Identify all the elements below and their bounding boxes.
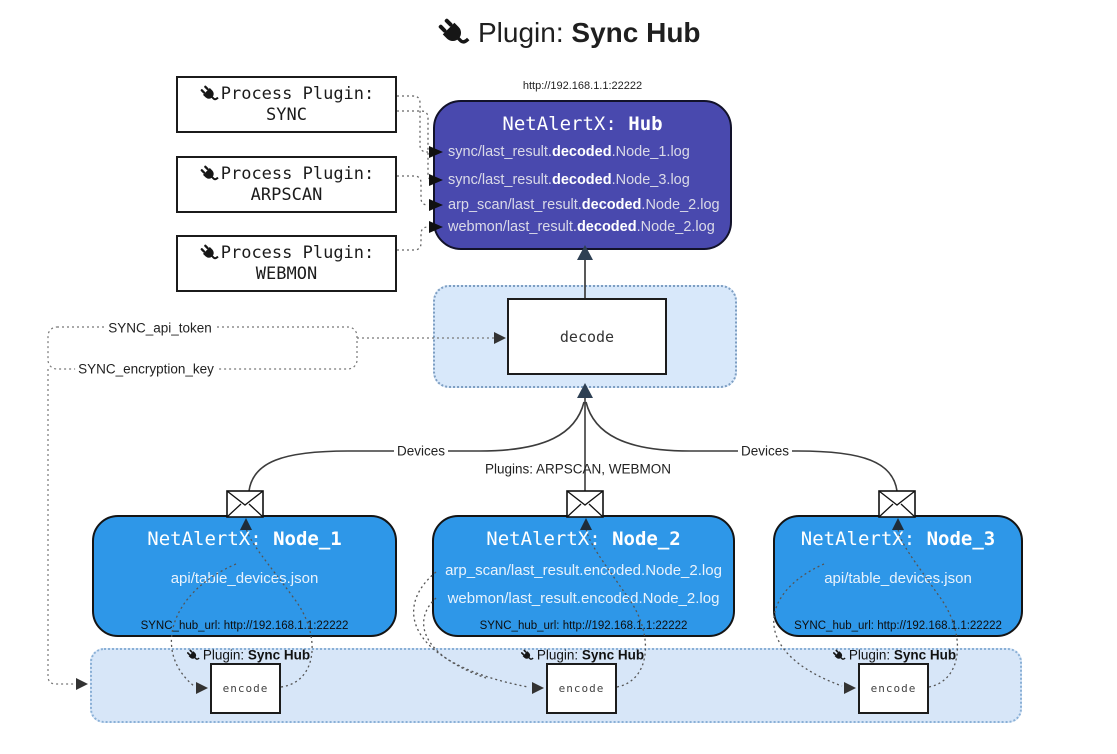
node-file: api/table_devices.json [824, 570, 972, 587]
page-title: Plugin: Sync Hub [436, 16, 701, 50]
strip-plugin-label-1: Plugin: Sync Hub [186, 648, 310, 663]
process-plugin-name: SYNC [266, 105, 307, 125]
encode-box-3: encode [858, 663, 929, 714]
plug-icon [199, 84, 219, 104]
plug-icon [520, 648, 534, 662]
process-plugin-name: ARPSCAN [250, 185, 323, 205]
page-title-bold: Sync Hub [571, 17, 701, 48]
process-plugin-box-arpscan: Process Plugin: ARPSCAN [176, 156, 397, 213]
plugins-label-middle: Plugins: ARPSCAN, WEBMON [484, 461, 672, 477]
plug-icon [199, 164, 219, 184]
node-hub-url: SYNC_hub_url: http://192.168.1.1:22222 [479, 620, 688, 632]
process-plugin-label: Process Plugin: [220, 84, 375, 104]
node-box-3: NetAlertX: Node_3 api/table_devices.json… [773, 515, 1023, 637]
plug-icon [832, 648, 846, 662]
plug-icon [199, 243, 219, 263]
process-plugin-box-webmon: Process Plugin: WEBMON [176, 235, 397, 292]
node-hub-url: SYNC_hub_url: http://192.168.1.1:22222 [794, 620, 1002, 632]
devices-label-right: Devices [737, 443, 793, 459]
encode-box-2: encode [546, 663, 617, 714]
plugin-to-hub-wires [397, 95, 433, 251]
hub-title: NetAlertX: Hub [502, 113, 663, 135]
envelope-icon [226, 490, 264, 518]
envelope-icon [878, 490, 916, 518]
process-plugin-label: Process Plugin: [220, 164, 375, 184]
node-box-1: NetAlertX: Node_1 api/table_devices.json… [92, 515, 397, 637]
hub-log-row: sync/last_result.decoded.Node_1.log [448, 144, 690, 160]
node-to-decode-curves [248, 398, 898, 492]
node-title: NetAlertX: Node_1 [147, 528, 342, 550]
node-file: arp_scan/last_result.encoded.Node_2.log [445, 562, 722, 579]
process-plugin-label: Process Plugin: [220, 243, 375, 263]
node-file: webmon/last_result.encoded.Node_2.log [447, 590, 720, 607]
envelope-icons [226, 490, 916, 518]
hub-url-label: http://192.168.1.1:22222 [522, 80, 643, 92]
envelope-icon [566, 490, 604, 518]
decode-box: decode [507, 298, 667, 375]
sync-api-token-label: SYNC_api_token [105, 320, 215, 336]
page-title-prefix: Plugin: [478, 17, 572, 48]
node-file: api/table_devices.json [170, 570, 319, 587]
plug-icon [436, 16, 470, 50]
hub-log-row: sync/last_result.decoded.Node_3.log [448, 172, 690, 188]
devices-label-left: Devices [393, 443, 449, 459]
strip-plugin-label-3: Plugin: Sync Hub [832, 648, 956, 663]
node-hub-url: SYNC_hub_url: http://192.168.1.1:22222 [140, 620, 349, 632]
sync-encryption-key-label: SYNC_encryption_key [75, 361, 217, 377]
hub-log-row: arp_scan/last_result.decoded.Node_2.log [448, 197, 720, 213]
encode-box-1: encode [210, 663, 281, 714]
node-title: NetAlertX: Node_2 [486, 528, 681, 550]
hub-log-row: webmon/last_result.decoded.Node_2.log [448, 219, 715, 235]
process-plugin-name: WEBMON [255, 264, 318, 284]
node-box-2: NetAlertX: Node_2 arp_scan/last_result.e… [432, 515, 735, 637]
strip-plugin-label-2: Plugin: Sync Hub [520, 648, 644, 663]
node-title: NetAlertX: Node_3 [800, 528, 996, 550]
process-plugin-box-sync: Process Plugin: SYNC [176, 76, 397, 133]
plug-icon [186, 648, 200, 662]
hub-box: NetAlertX: Hub sync/last_result.decoded.… [433, 100, 732, 250]
